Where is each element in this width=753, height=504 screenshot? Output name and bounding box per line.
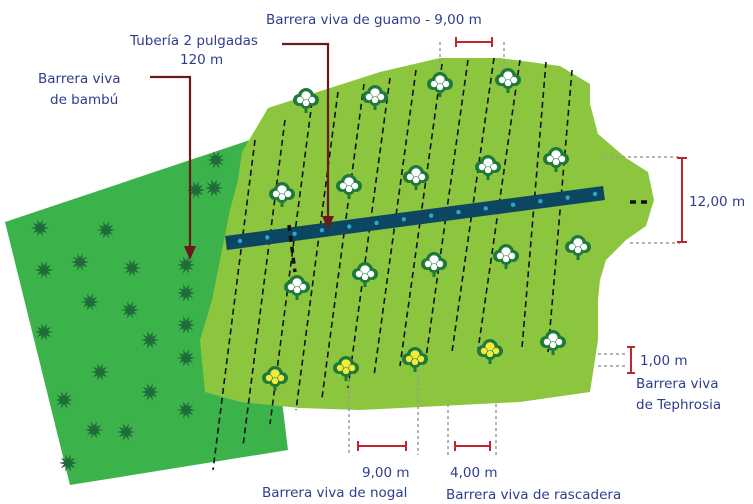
flowering-tree-icon	[333, 356, 359, 381]
trees	[262, 68, 591, 391]
tephrosia-label-line2: de Tephrosia	[636, 397, 721, 413]
flowering-tree-icon	[477, 339, 503, 364]
bamboo-plant-icon	[141, 383, 159, 401]
tree-icon	[362, 85, 388, 110]
pipe-emitter	[347, 224, 352, 229]
pipe-emitter	[237, 238, 243, 244]
flowering-tree-icon	[402, 347, 428, 372]
arrows	[150, 42, 330, 250]
furrow-line	[212, 139, 256, 471]
nogal-label: Barrera viva de nogal	[262, 485, 407, 501]
tree-icon	[403, 165, 429, 190]
tree-icon	[495, 68, 521, 93]
bamboo-plant-icon	[35, 261, 53, 279]
bamboo-plant-icon	[177, 316, 195, 334]
guamo-label: Barrera viva de guamo - 9,00 m	[266, 12, 482, 28]
dimension-bars	[357, 37, 687, 451]
tree-icon	[421, 252, 447, 277]
main-field	[200, 58, 654, 410]
tree-icon	[293, 88, 319, 113]
pipe-emitter	[319, 227, 325, 233]
bambu-plants	[31, 151, 225, 472]
pipe-branch-left	[287, 224, 297, 273]
guide-lines	[348, 42, 680, 455]
furrow-line	[295, 91, 339, 411]
bamboo-plant-icon	[55, 391, 73, 409]
furrow-line	[477, 59, 521, 351]
bamboo-plant-icon	[97, 221, 115, 239]
bamboo-plant-icon	[177, 256, 195, 274]
tree-icon	[565, 235, 591, 260]
pipe-emitter	[538, 199, 543, 204]
bamboo-plant-icon	[71, 253, 89, 271]
pipe-emitters	[237, 191, 598, 244]
furrow-line	[242, 119, 286, 447]
pipe-emitter	[428, 213, 434, 218]
bamboo-plant-icon	[207, 151, 225, 169]
bamboo-plant-icon	[123, 259, 141, 277]
furrow-line	[321, 83, 365, 399]
pipe-emitter	[565, 195, 570, 200]
pipe-emitter	[265, 235, 270, 240]
pipe-emitter	[456, 209, 461, 215]
tree-icon	[543, 147, 569, 172]
bamboo-plant-icon	[85, 421, 103, 439]
tree-icon	[475, 155, 501, 180]
rascadera-label: Barrera viva de rascadera	[446, 487, 621, 503]
dim-nogal-label: 9,00 m	[362, 465, 410, 481]
bambu-label-line2: de bambú	[50, 92, 118, 108]
bamboo-plant-icon	[141, 331, 159, 349]
bamboo-plant-icon	[91, 363, 109, 381]
bambu-arrowhead	[184, 246, 196, 260]
bamboo-plant-icon	[59, 454, 77, 472]
tree-icon	[540, 330, 566, 355]
pipe-emitter	[401, 217, 407, 222]
tuberia-arrowhead	[322, 216, 334, 230]
pipe-emitter	[592, 191, 598, 197]
bamboo-plant-icon	[81, 293, 99, 311]
dim-tephrosia-label: 1,00 m	[640, 353, 688, 369]
bamboo-plant-icon	[205, 179, 223, 197]
bamboo-plant-icon	[177, 284, 195, 302]
dim-rascadera-label: 4,00 m	[450, 465, 498, 481]
furrow-line	[347, 77, 391, 389]
bambu-field	[5, 140, 288, 485]
pipe-emitter	[374, 220, 379, 226]
flowering-tree-icon	[262, 366, 288, 391]
bamboo-plant-icon	[177, 401, 195, 419]
dim-right-label: 12,00 m	[689, 194, 745, 210]
bamboo-plant-icon	[31, 219, 49, 237]
tree-icon	[284, 275, 310, 300]
tree-icon	[493, 244, 519, 269]
tuberia-label-line2: 120 m	[180, 52, 223, 68]
tree-icon	[336, 174, 362, 199]
tree-icon	[269, 182, 295, 207]
pipe-emitter	[510, 202, 516, 208]
bambu-arrow	[150, 75, 192, 250]
bamboo-plant-icon	[117, 423, 135, 441]
bamboo-plant-icon	[187, 181, 205, 199]
bamboo-plant-icon	[177, 349, 195, 367]
bambu-label-line1: Barrera viva	[38, 71, 121, 87]
tephrosia-label-line1: Barrera viva	[636, 376, 719, 392]
bamboo-plant-icon	[121, 301, 139, 319]
furrow-line	[547, 69, 573, 353]
pipe-emitter	[292, 231, 297, 236]
pipe-emitter	[483, 206, 488, 211]
tuberia-label-line1: Tubería 2 pulgadas	[129, 33, 258, 49]
tree-icon	[427, 72, 453, 97]
bamboo-plant-icon	[35, 323, 53, 341]
tuberia-arrow	[282, 42, 330, 220]
tree-icon	[352, 262, 378, 287]
